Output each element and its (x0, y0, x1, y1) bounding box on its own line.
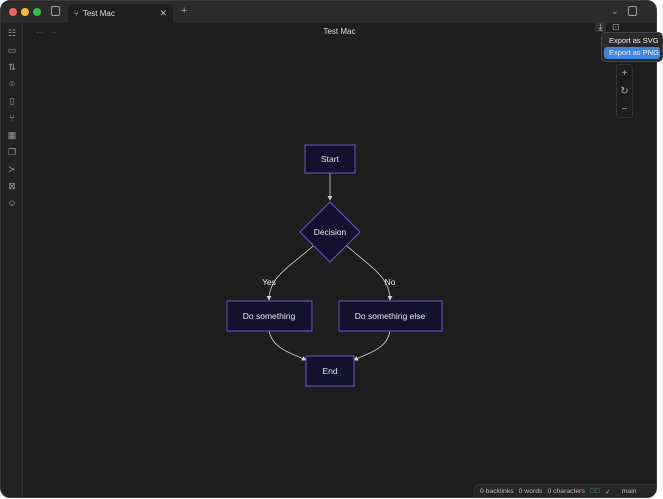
backlinks-count[interactable]: 0 backlinks (480, 488, 514, 495)
node-decision[interactable] (299, 201, 361, 263)
export-menu: Export as SVG Export as PNG (601, 32, 663, 62)
close-tab-icon[interactable]: ✕ (159, 8, 167, 18)
left-ribbon: ☷ ▭ ⇅ ⌾ ▯ ⑂ ▦ ❐ ≻ ⊠ ☺ (1, 23, 23, 497)
fullscreen-icon[interactable]: ⊡ (612, 22, 620, 32)
edge-else-end (353, 330, 391, 361)
new-tab-icon[interactable]: + (181, 5, 188, 17)
fork-icon[interactable]: ⑂ (9, 113, 15, 123)
close-window-button[interactable] (9, 8, 17, 16)
character-count: 0 characters (547, 488, 585, 495)
copy-icon[interactable]: ❐ (7, 147, 17, 157)
tab-bar: ⑂ Test Mac ✕ + ⌄ (1, 1, 656, 23)
zoom-in-button[interactable]: + (621, 68, 628, 79)
node-end[interactable] (305, 355, 355, 387)
minimize-window-button[interactable] (21, 8, 29, 16)
export-icon[interactable]: ⤓ (595, 22, 606, 32)
edge-do-end (268, 330, 307, 361)
reset-zoom-button[interactable]: ↻ (620, 86, 629, 97)
do-else-label: Do something else (355, 311, 426, 321)
sync-status-icon[interactable]: ✓⃝ (589, 488, 601, 495)
status-bar: 0 backlinks 0 words 0 characters ✓⃝ ✓ ma… (474, 484, 656, 497)
file-icon[interactable]: ▯ (9, 96, 15, 106)
word-count: 0 words (518, 488, 543, 495)
branch-icon: ⑂ (74, 9, 79, 18)
start-label: Start (321, 154, 340, 164)
node-do-something-else[interactable] (338, 300, 443, 332)
decision-label: Decision (314, 227, 347, 237)
image-icon[interactable]: ⊠ (8, 181, 16, 191)
tab-test-mac[interactable]: ⑂ Test Mac ✕ (68, 4, 173, 23)
page-title: Test Mac (323, 27, 356, 36)
end-label: End (322, 366, 337, 376)
git-compare-icon[interactable]: ⇅ (8, 62, 16, 72)
node-start[interactable] (304, 144, 356, 174)
sidebar-toggle-icon[interactable] (51, 6, 60, 16)
location-icon[interactable]: ⌾ (9, 79, 15, 89)
card-add-icon[interactable]: ▭ (7, 45, 17, 55)
yes-label: Yes (262, 277, 276, 287)
right-sidebar-toggle-icon[interactable] (628, 6, 637, 16)
zoom-controls: + ↻ − (616, 64, 633, 118)
edge-no (346, 245, 393, 301)
zoom-window-button[interactable] (33, 8, 41, 16)
branch-name[interactable]: main (621, 488, 637, 495)
export-png-item[interactable]: Export as PNG (604, 47, 660, 59)
smiley-icon[interactable]: ☺ (7, 198, 17, 208)
checkmark-icon: ✓ (605, 488, 611, 496)
grid-icon[interactable]: ▦ (7, 130, 17, 140)
zoom-out-button[interactable]: − (621, 104, 628, 115)
chevron-down-icon[interactable]: ⌄ (611, 6, 619, 16)
terminal-icon[interactable]: ≻ (8, 164, 16, 174)
node-do-something[interactable] (226, 300, 313, 332)
back-icon[interactable]: ← (35, 26, 44, 36)
do-something-label: Do something (243, 311, 296, 321)
tab-label: Test Mac (82, 9, 115, 18)
edge-yes (266, 245, 314, 301)
forward-icon[interactable]: → (49, 26, 58, 36)
outline-icon[interactable]: ☷ (7, 28, 17, 38)
no-label: No (385, 277, 396, 287)
export-svg-item[interactable]: Export as SVG (609, 36, 659, 45)
